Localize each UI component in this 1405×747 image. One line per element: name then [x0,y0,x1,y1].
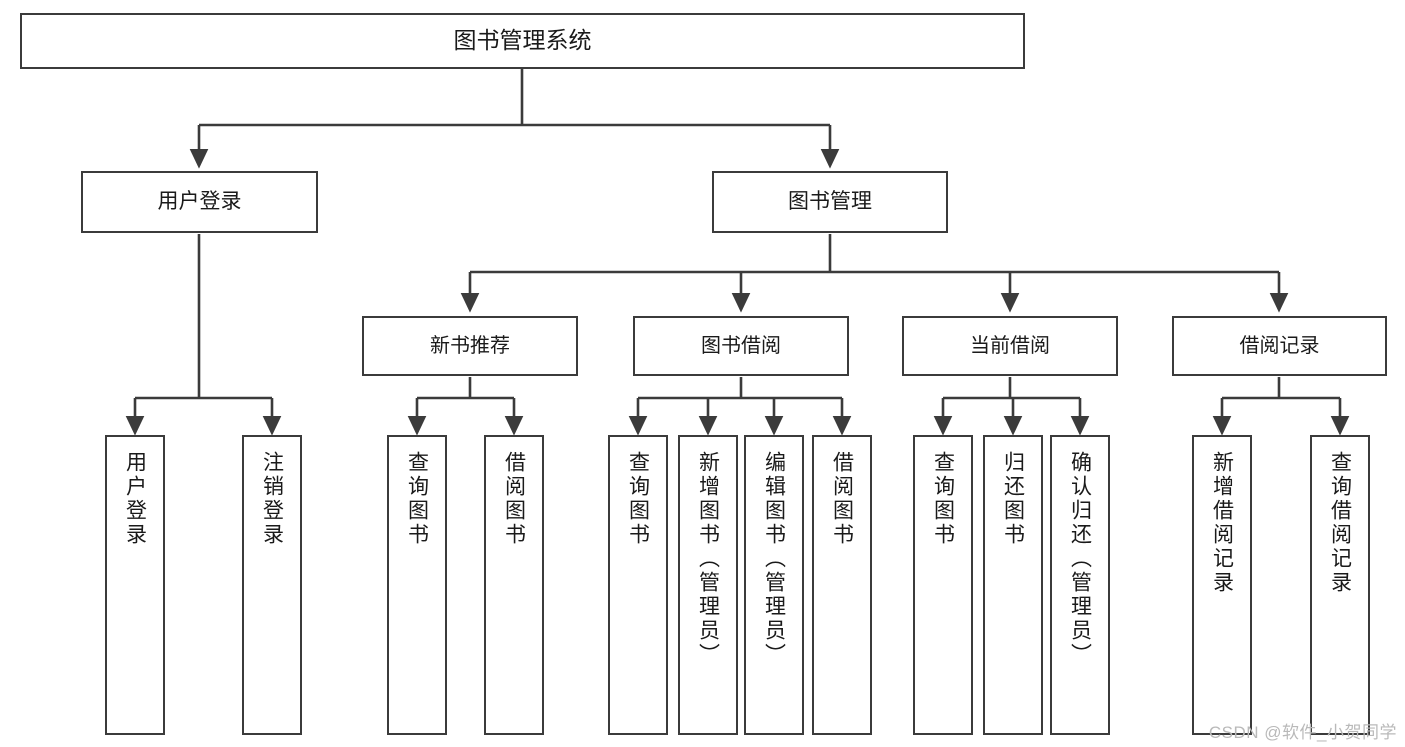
leaf-logout[interactable]: 注销登录 [242,435,302,735]
node-book-manage[interactable]: 图书管理 [712,171,948,233]
leaf-add-book[interactable]: 新增图书（管理员） [678,435,738,735]
node-label: 图书管理系统 [453,27,592,54]
node-label: 查询图书 [405,451,429,547]
node-borrow-record[interactable]: 借阅记录 [1172,316,1387,376]
node-label: 用户登录 [157,190,242,214]
node-user-login[interactable]: 用户登录 [81,171,318,233]
node-label: 图书管理 [788,190,872,214]
node-label: 查询借阅记录 [1328,451,1352,595]
leaf-add-borrow-record[interactable]: 新增借阅记录 [1192,435,1252,735]
leaf-return-book[interactable]: 归还图书 [983,435,1043,735]
leaf-query-book-current[interactable]: 查询图书 [913,435,973,735]
node-label: 用户登录 [123,451,147,547]
leaf-borrow-book-new-rec[interactable]: 借阅图书 [484,435,544,735]
leaf-edit-book[interactable]: 编辑图书（管理员） [744,435,804,735]
node-label: 编辑图书（管理员） [762,451,786,667]
node-current-borrow[interactable]: 当前借阅 [902,316,1118,376]
node-root-system[interactable]: 图书管理系统 [20,13,1025,69]
node-label: 借阅图书 [502,451,526,547]
node-book-borrow[interactable]: 图书借阅 [633,316,849,376]
watermark: CSDN @软件_小贺同学 [1208,723,1397,742]
node-label: 借阅图书 [830,451,854,547]
node-label: 新增图书（管理员） [696,451,720,667]
node-label: 图书借阅 [701,334,781,357]
leaf-query-book-borrow[interactable]: 查询图书 [608,435,668,735]
node-new-book-rec[interactable]: 新书推荐 [362,316,578,376]
node-label: 查询图书 [626,451,650,547]
leaf-query-borrow-record[interactable]: 查询借阅记录 [1310,435,1370,735]
node-label: 借阅记录 [1239,334,1320,357]
node-label: 新增借阅记录 [1210,451,1234,595]
node-label: 注销登录 [260,451,284,547]
leaf-confirm-return[interactable]: 确认归还（管理员） [1050,435,1110,735]
node-label: 确认归还（管理员） [1068,451,1092,667]
leaf-query-book-new-rec[interactable]: 查询图书 [387,435,447,735]
node-label: 当前借阅 [970,334,1050,357]
node-label: 查询图书 [931,451,955,547]
node-label: 新书推荐 [430,334,510,357]
leaf-borrow-book[interactable]: 借阅图书 [812,435,872,735]
node-label: 归还图书 [1001,451,1025,547]
leaf-user-login[interactable]: 用户登录 [105,435,165,735]
